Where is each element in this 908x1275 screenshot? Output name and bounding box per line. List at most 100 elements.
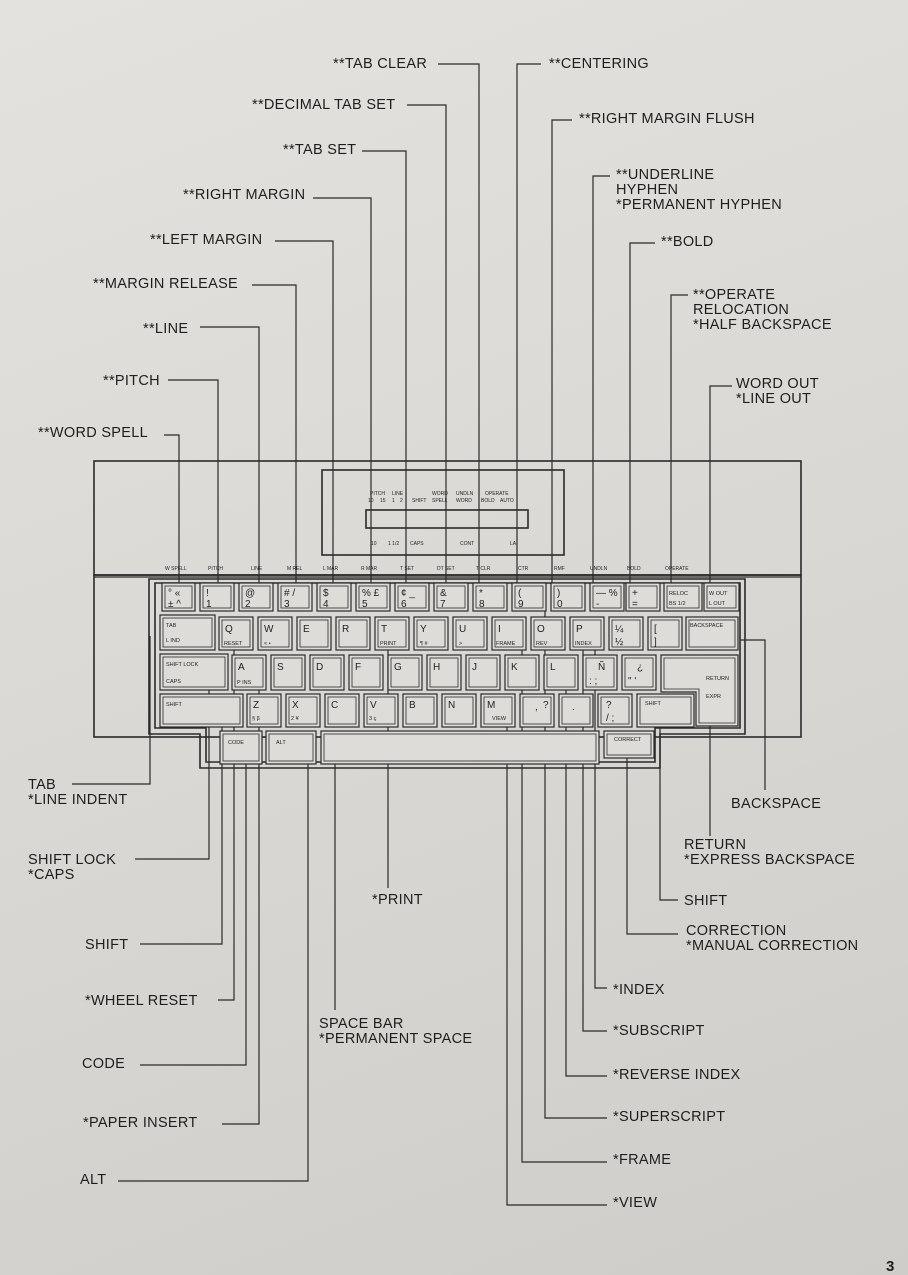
callout-line: *LINE INDENT (28, 792, 128, 808)
key-minus[interactable]: — %- (589, 582, 625, 612)
key-1[interactable]: !1 (199, 582, 235, 612)
key-shift-right[interactable]: SHIFT (636, 693, 695, 728)
callout-line: SHIFT (85, 937, 129, 953)
key-bracket[interactable]: [] (647, 616, 683, 651)
function-label: M REL (287, 566, 303, 572)
panel-sub-label: SPELL (432, 498, 448, 504)
key-main-label: 4 (323, 599, 329, 610)
key-main-label: ? (606, 700, 612, 711)
key-w[interactable]: W< • (257, 616, 293, 651)
key-n[interactable]: N (441, 693, 477, 728)
key-h[interactable]: H (426, 654, 462, 691)
key-main-label: ¿ (637, 662, 643, 673)
key-main-label: E (303, 624, 310, 635)
key-6[interactable]: ¢ _6 (394, 582, 430, 612)
key-main-label: L (550, 662, 556, 673)
key-correct[interactable]: CORRECT (603, 730, 655, 759)
key-2[interactable]: @2 (238, 582, 274, 612)
key-comma[interactable]: ,? (519, 693, 555, 728)
display-panel-labels: PITCH LINE WORD UNDLN OPERATE 10 15 1 2 … (368, 491, 517, 547)
key-main-label: F (355, 662, 361, 673)
key-main-label: G (394, 662, 402, 673)
key-e[interactable]: E (296, 616, 332, 651)
key-9[interactable]: (9 (511, 582, 547, 612)
callout-margin-release: **MARGIN RELEASE (93, 277, 238, 292)
key-sub-label: / ; (606, 713, 614, 724)
key-d[interactable]: D (309, 654, 345, 691)
key-k[interactable]: K (504, 654, 540, 691)
key-g[interactable]: G (387, 654, 423, 691)
key-equals[interactable]: += (625, 582, 661, 612)
key-slash[interactable]: ? / ; (597, 693, 633, 728)
key-s[interactable]: S (270, 654, 306, 691)
key-main-label: = (632, 599, 638, 610)
panel-label: CONT (460, 541, 474, 547)
key-p[interactable]: P INDEX (569, 616, 605, 651)
key-main-label: X (292, 700, 299, 711)
key-f[interactable]: F (348, 654, 384, 691)
key-inverted-question[interactable]: ¿" ' (621, 654, 657, 691)
key-word-out[interactable]: W OUT L OUT (703, 582, 740, 612)
key-sub-label: INDEX (575, 641, 592, 647)
key-main-label: P (576, 624, 583, 635)
key-y[interactable]: Y¶ # (413, 616, 449, 651)
key-3[interactable]: # /3 (277, 582, 313, 612)
key-main-label: L OUT (709, 601, 726, 607)
callout-line: CODE (82, 1056, 126, 1072)
key-sub-label: 2 ¥ (291, 716, 300, 722)
key-b[interactable]: B (402, 693, 438, 728)
key-4[interactable]: $4 (316, 582, 352, 612)
callout-line: *INDEX (613, 982, 665, 998)
key-sub-label: 3 ç (369, 716, 377, 722)
key-v[interactable]: V3 ç (363, 693, 399, 728)
key-row-1-left[interactable]: ° « ± ^ (161, 582, 196, 612)
key-a[interactable]: AP INS (231, 654, 267, 691)
callout-backspace: BACKSPACE (731, 797, 821, 812)
callout-wheel-reset: *WHEEL RESET (85, 994, 198, 1009)
key-space-bar[interactable] (320, 730, 600, 765)
key-main-label: , (535, 702, 538, 713)
key-shift-left[interactable]: SHIFT (159, 693, 244, 728)
key-8[interactable]: *8 (472, 582, 508, 612)
key-n-tilde[interactable]: Ñ: ; (582, 654, 618, 691)
key-j[interactable]: J (465, 654, 501, 691)
key-code[interactable]: CODE (219, 730, 263, 765)
key-5[interactable]: % £5 (355, 582, 391, 612)
key-7[interactable]: &7 (433, 582, 469, 612)
key-sub-label: § β (252, 716, 260, 722)
key-l[interactable]: L (543, 654, 579, 691)
callout-paper-insert: *PAPER INSERT (83, 1116, 198, 1131)
key-c[interactable]: C (324, 693, 360, 728)
callout-line: **PITCH (103, 373, 160, 389)
callout-line: SHIFT LOCK (28, 852, 117, 868)
key-z[interactable]: Z§ β (246, 693, 282, 728)
key-x[interactable]: X 2 ¥ (285, 693, 321, 728)
function-label: R MAR (361, 566, 378, 572)
key-main-label: ALT (276, 740, 286, 746)
callout-line: ALT (80, 1172, 107, 1188)
key-u[interactable]: U> (452, 616, 488, 651)
callout-right-margin-flush: **RIGHT MARGIN FLUSH (579, 112, 755, 127)
key-main-label: CODE (228, 740, 244, 746)
callout-word-out: WORD OUT*LINE OUT (736, 377, 819, 407)
key-r[interactable]: R (335, 616, 371, 651)
key-0[interactable]: )0 (550, 582, 586, 612)
key-period[interactable]: . (558, 693, 594, 728)
callout-line: **LINE (143, 322, 188, 337)
key-fraction[interactable]: ¼½ (608, 616, 644, 651)
key-main-label: ± ^ (168, 599, 181, 610)
key-backspace[interactable]: BACKSPACE (685, 616, 739, 651)
key-alt[interactable]: ALT (265, 730, 317, 765)
key-top-label: W OUT (709, 591, 728, 597)
callout-line: **RIGHT MARGIN FLUSH (579, 111, 755, 127)
